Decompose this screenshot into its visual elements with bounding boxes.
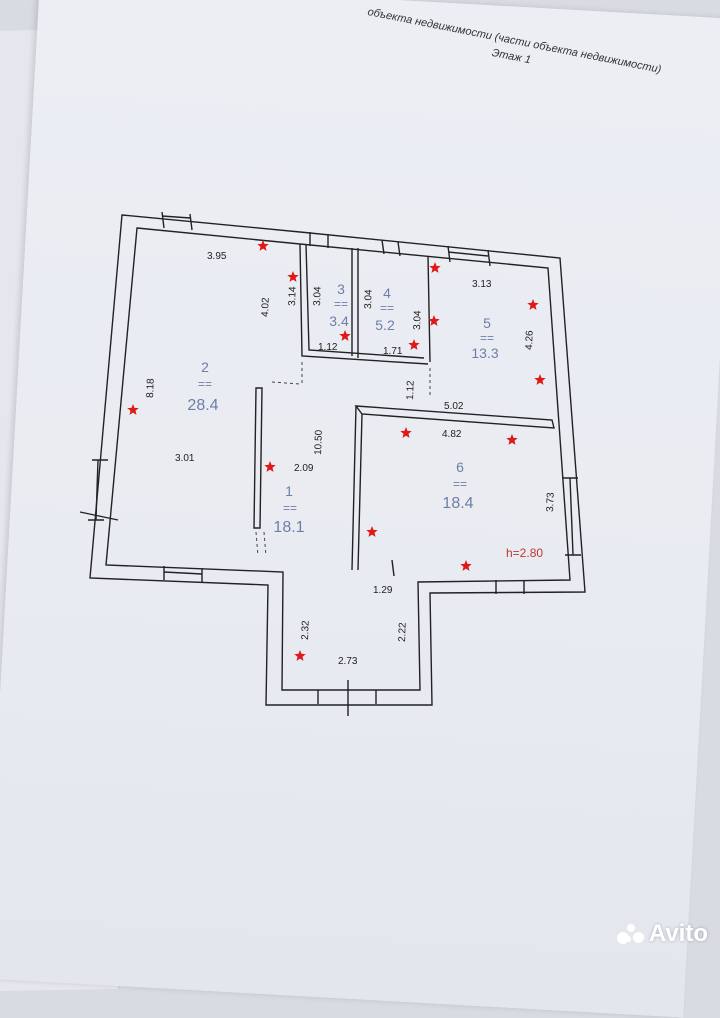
- dim-label: 1.12: [405, 380, 417, 400]
- star-marker-icon: [339, 330, 351, 341]
- floor-plan: 3.95 4.02 3.14 3.04 3.04 3.04 1.12 1.71 …: [79, 211, 586, 716]
- dim-label: 4.26: [524, 330, 536, 350]
- star-marker-icon: [366, 526, 378, 537]
- watermark-text: Avito: [648, 920, 708, 947]
- dim-label: 4.82: [442, 429, 462, 440]
- dim-label: 2.32: [300, 620, 312, 640]
- room-4-number: 4: [383, 285, 391, 301]
- dim-label: 8.18: [145, 378, 157, 398]
- dim-label: 3.04: [363, 289, 375, 309]
- star-marker-icon: [408, 339, 420, 350]
- dim-label: 5.02: [444, 401, 464, 412]
- dim-label: 2.09: [294, 463, 314, 474]
- room-5-area: 13.3: [471, 345, 498, 361]
- star-marker-icon: [400, 427, 412, 438]
- room-4-area: 5.2: [375, 317, 395, 333]
- dim-label: 3.73: [545, 492, 557, 512]
- room-3-number: 3: [337, 281, 345, 297]
- dim-label: 3.04: [412, 310, 424, 330]
- dim-label: 3.13: [472, 279, 492, 290]
- room-1-area: 18.1: [273, 519, 304, 536]
- star-marker-icon: [534, 374, 546, 385]
- room-6-divider: ==: [453, 477, 467, 491]
- star-marker-icon: [264, 461, 276, 472]
- room-1-number: 1: [285, 483, 293, 499]
- room-2-area: 28.4: [187, 397, 218, 414]
- dim-label: 3.95: [207, 251, 227, 262]
- dim-label: 3.01: [175, 453, 195, 464]
- room-4-divider: ==: [380, 301, 394, 315]
- room-1-divider: ==: [283, 501, 297, 515]
- dim-label: 10.50: [313, 429, 325, 455]
- star-marker-icon: [257, 240, 269, 251]
- dim-label: 4.02: [260, 297, 272, 317]
- watermark: Avito: [616, 920, 708, 948]
- star-marker-icon: [460, 560, 472, 571]
- dim-label: 1.29: [373, 585, 393, 596]
- star-marker-icon: [127, 404, 139, 415]
- dim-label: 3.04: [312, 286, 324, 306]
- room-2-number: 2: [201, 359, 209, 375]
- room-6-number: 6: [456, 459, 464, 475]
- room-2-divider: ==: [198, 377, 212, 391]
- ceiling-height-label: h=2.80: [506, 546, 543, 560]
- dim-label: 1.12: [318, 342, 338, 353]
- star-marker-icon: [287, 271, 299, 282]
- avito-logo-icon: [616, 922, 645, 946]
- dim-label: 1.71: [383, 346, 403, 357]
- room-3-area: 3.4: [329, 313, 349, 329]
- star-marker-icon: [294, 650, 306, 661]
- room-5-number: 5: [483, 315, 491, 331]
- star-marker-icon: [506, 434, 518, 445]
- star-marker-icon: [428, 315, 440, 326]
- room-6-area: 18.4: [442, 495, 473, 512]
- dim-label: 2.22: [397, 622, 409, 642]
- room-5-divider: ==: [480, 331, 494, 345]
- dim-label: 3.14: [287, 286, 299, 306]
- room-3-divider: ==: [334, 297, 348, 311]
- marker-group: [127, 240, 546, 661]
- star-marker-icon: [527, 299, 539, 310]
- dim-label: 2.73: [338, 656, 358, 667]
- star-marker-icon: [429, 262, 441, 273]
